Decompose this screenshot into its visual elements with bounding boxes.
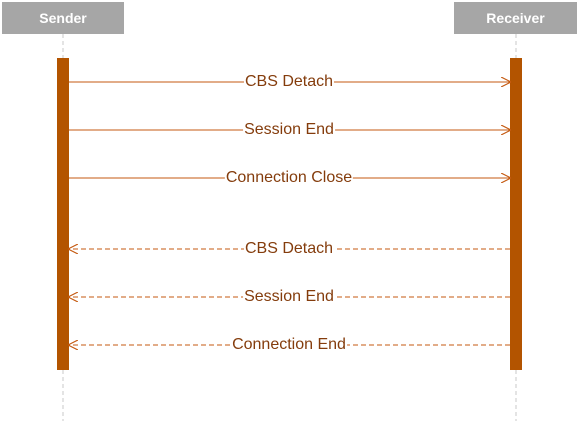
message-label-3: Connection Close: [224, 169, 354, 187]
sender-activation-bar: [57, 58, 69, 370]
receiver-activation-bar: [510, 58, 522, 370]
participant-receiver: Receiver: [454, 2, 577, 34]
participant-sender: Sender: [2, 2, 124, 34]
message-label-1: CBS Detach: [243, 73, 335, 91]
message-label-2: Session End: [243, 121, 335, 139]
message-label-5: Session End: [243, 288, 335, 306]
message-label-6: Connection End: [231, 336, 347, 354]
message-label-4: CBS Detach: [243, 240, 335, 258]
